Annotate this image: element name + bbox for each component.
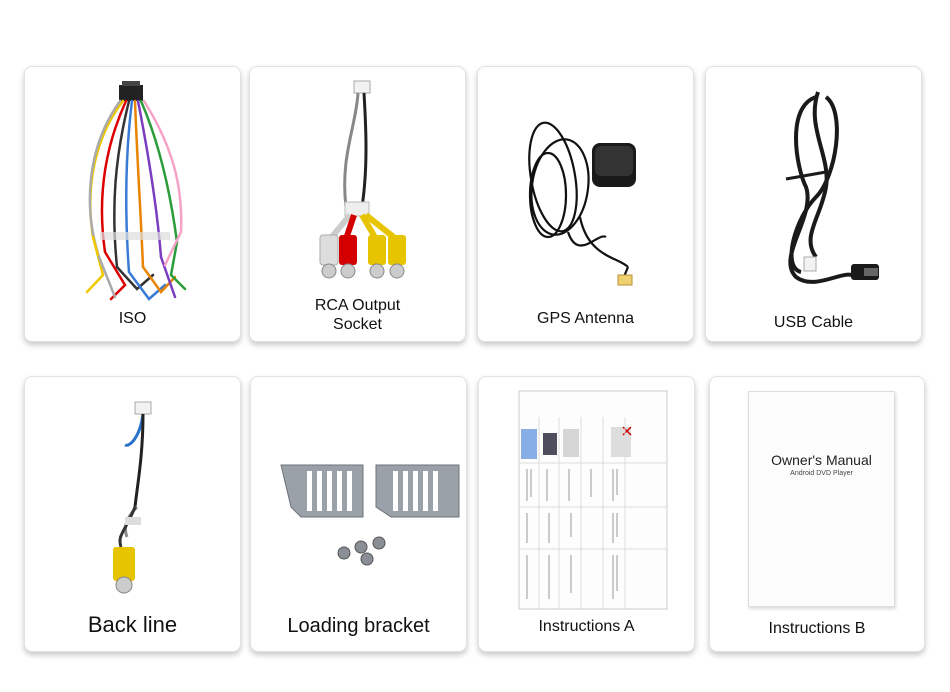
loading-bracket-image — [280, 464, 460, 566]
accessory-card-gps-antenna: GPS Antenna — [477, 66, 694, 342]
accessory-card-loading-bracket: Loading bracket — [250, 376, 467, 652]
item-label: GPS Antenna — [537, 310, 634, 327]
item-label: Instructions B — [768, 620, 866, 637]
item-label: ISO — [118, 310, 147, 327]
accessory-card-instructions-a: Instructions A — [478, 376, 695, 652]
item-label: Loading bracket — [287, 615, 430, 637]
back-line-image — [113, 401, 152, 594]
item-label-line2: Socket — [333, 316, 382, 333]
item-label: USB Cable — [773, 314, 854, 331]
manual-subtitle: Android DVD Player — [790, 470, 853, 477]
instruction-sheet-image — [518, 390, 668, 610]
owners-manual-booklet: Owner's Manual Android DVD Player — [748, 391, 895, 607]
accessory-card-rca-output-socket: RCA Output Socket — [249, 66, 466, 342]
item-label-line1: RCA Output — [314, 297, 401, 314]
accessory-card-iso: ISO — [24, 66, 241, 342]
usb-cable-image — [785, 91, 879, 284]
accessory-card-instructions-b: Owner's Manual Android DVD Player Instru… — [709, 376, 925, 652]
item-label: Instructions A — [538, 618, 635, 635]
gps-antenna-image — [528, 121, 636, 286]
manual-title: Owner's Manual — [771, 452, 872, 468]
accessory-card-usb-cable: USB Cable — [705, 66, 922, 342]
accessory-card-back-line: Back line — [24, 376, 241, 652]
iso-harness-image — [85, 81, 187, 301]
item-label: Back line — [87, 612, 178, 637]
rca-cable-image — [319, 80, 406, 279]
